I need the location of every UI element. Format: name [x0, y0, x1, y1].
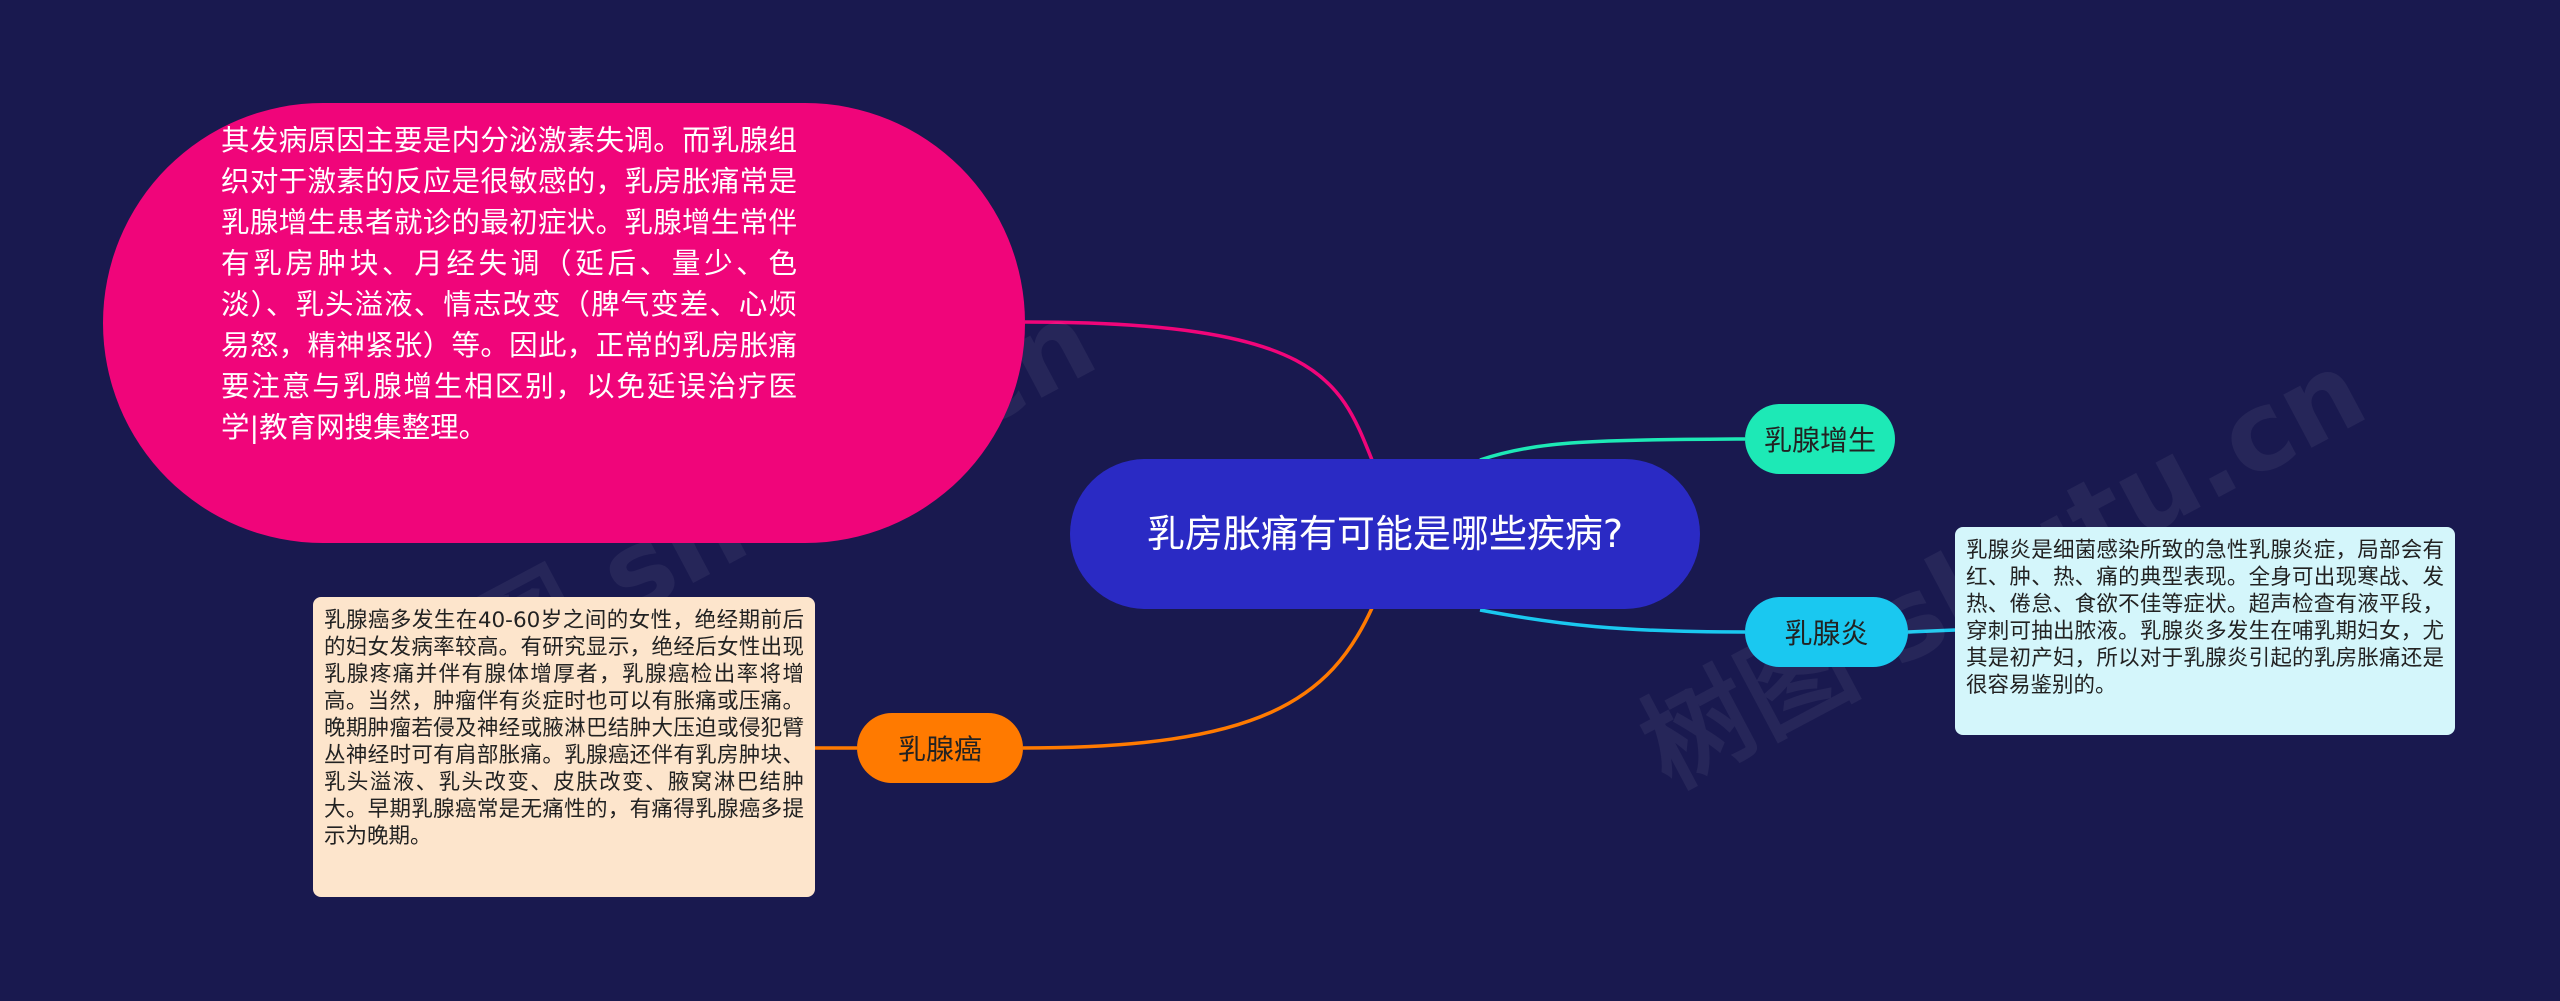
branch-zengsheng-label: 乳腺增生: [1763, 424, 1876, 457]
branch-ai[interactable]: 乳腺癌: [857, 713, 1023, 783]
cause-note-bubble[interactable]: [103, 103, 1025, 543]
ai-detail-card[interactable]: 乳腺癌多发生在40-60岁之间的女性，绝经期前后的妇女发病率较高。有研究显示，绝…: [313, 597, 815, 897]
branch-yan-label: 乳腺炎: [1784, 617, 1869, 650]
cause-note-text: 其发病原因主要是内分泌激素失调。而乳腺组织对于激素的反应是很敏感的，乳房胀痛常是…: [221, 124, 797, 444]
branch-yan[interactable]: 乳腺炎: [1745, 597, 1908, 667]
link-center-to-zengsheng: [1479, 437, 1746, 462]
link-center-to-yan: [1479, 608, 1746, 634]
yan-detail-card[interactable]: 乳腺炎是细菌感染所致的急性乳腺炎症，局部会有红、肿、热、痛的典型表现。全身可出现…: [1955, 527, 2455, 735]
branch-zengsheng[interactable]: 乳腺增生: [1745, 404, 1895, 474]
central-topic-label: 乳房胀痛有可能是哪些疾病?: [1146, 512, 1624, 556]
link-center-to-note: [1024, 320, 1374, 461]
link-center-to-ai: [1022, 607, 1374, 750]
branch-ai-label: 乳腺癌: [897, 733, 982, 766]
central-topic[interactable]: 乳房胀痛有可能是哪些疾病?: [1070, 459, 1700, 609]
link-yan-to-detail: [1907, 628, 1956, 634]
